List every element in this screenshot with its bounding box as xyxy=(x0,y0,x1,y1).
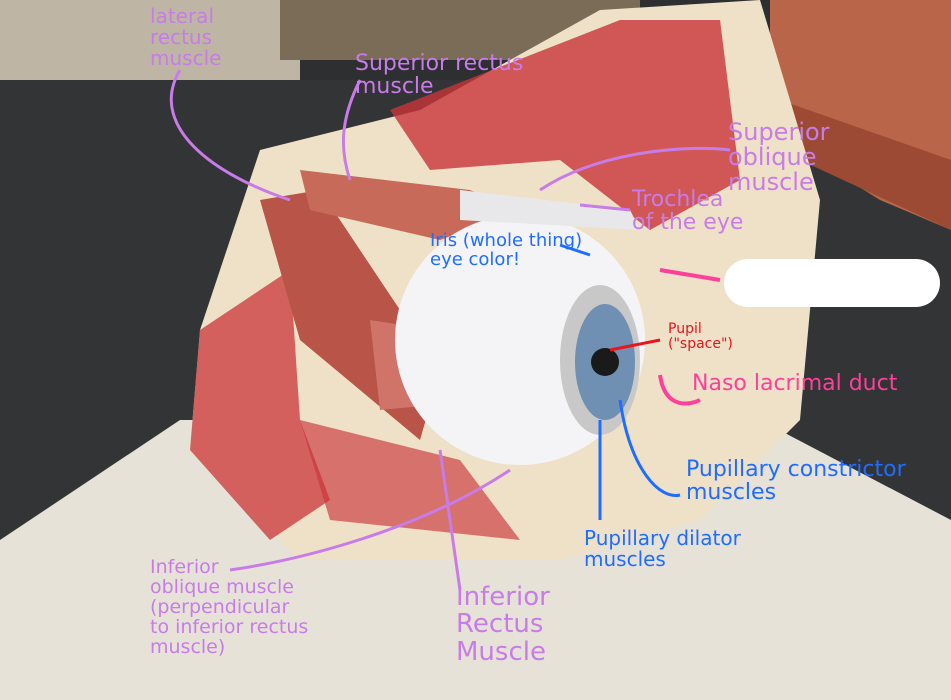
label-inferior-oblique: Inferior oblique muscle (perpendicular t… xyxy=(150,556,309,658)
label-iris: Iris (whole thing) eye color! xyxy=(430,230,583,270)
label-trochlea: Trochlea of the eye xyxy=(632,187,744,236)
label-inferior-rectus: Inferior Rectus Muscle xyxy=(456,582,550,667)
label-superior-oblique: Superior oblique muscle xyxy=(728,118,830,197)
label-lateral-rectus: lateral rectus muscle xyxy=(150,4,222,70)
label-pupil: Pupil ("space") xyxy=(668,321,733,352)
label-pupillary-dilator: Pupillary dilator muscles xyxy=(584,526,741,571)
label-pupillary-constrictor: Pupillary constrictor muscles xyxy=(686,457,906,506)
redaction-patch xyxy=(724,259,940,307)
label-nasolacrimal-duct: Naso lacrimal duct xyxy=(692,371,898,396)
label-superior-rectus: Superior rectus muscle xyxy=(355,51,524,100)
